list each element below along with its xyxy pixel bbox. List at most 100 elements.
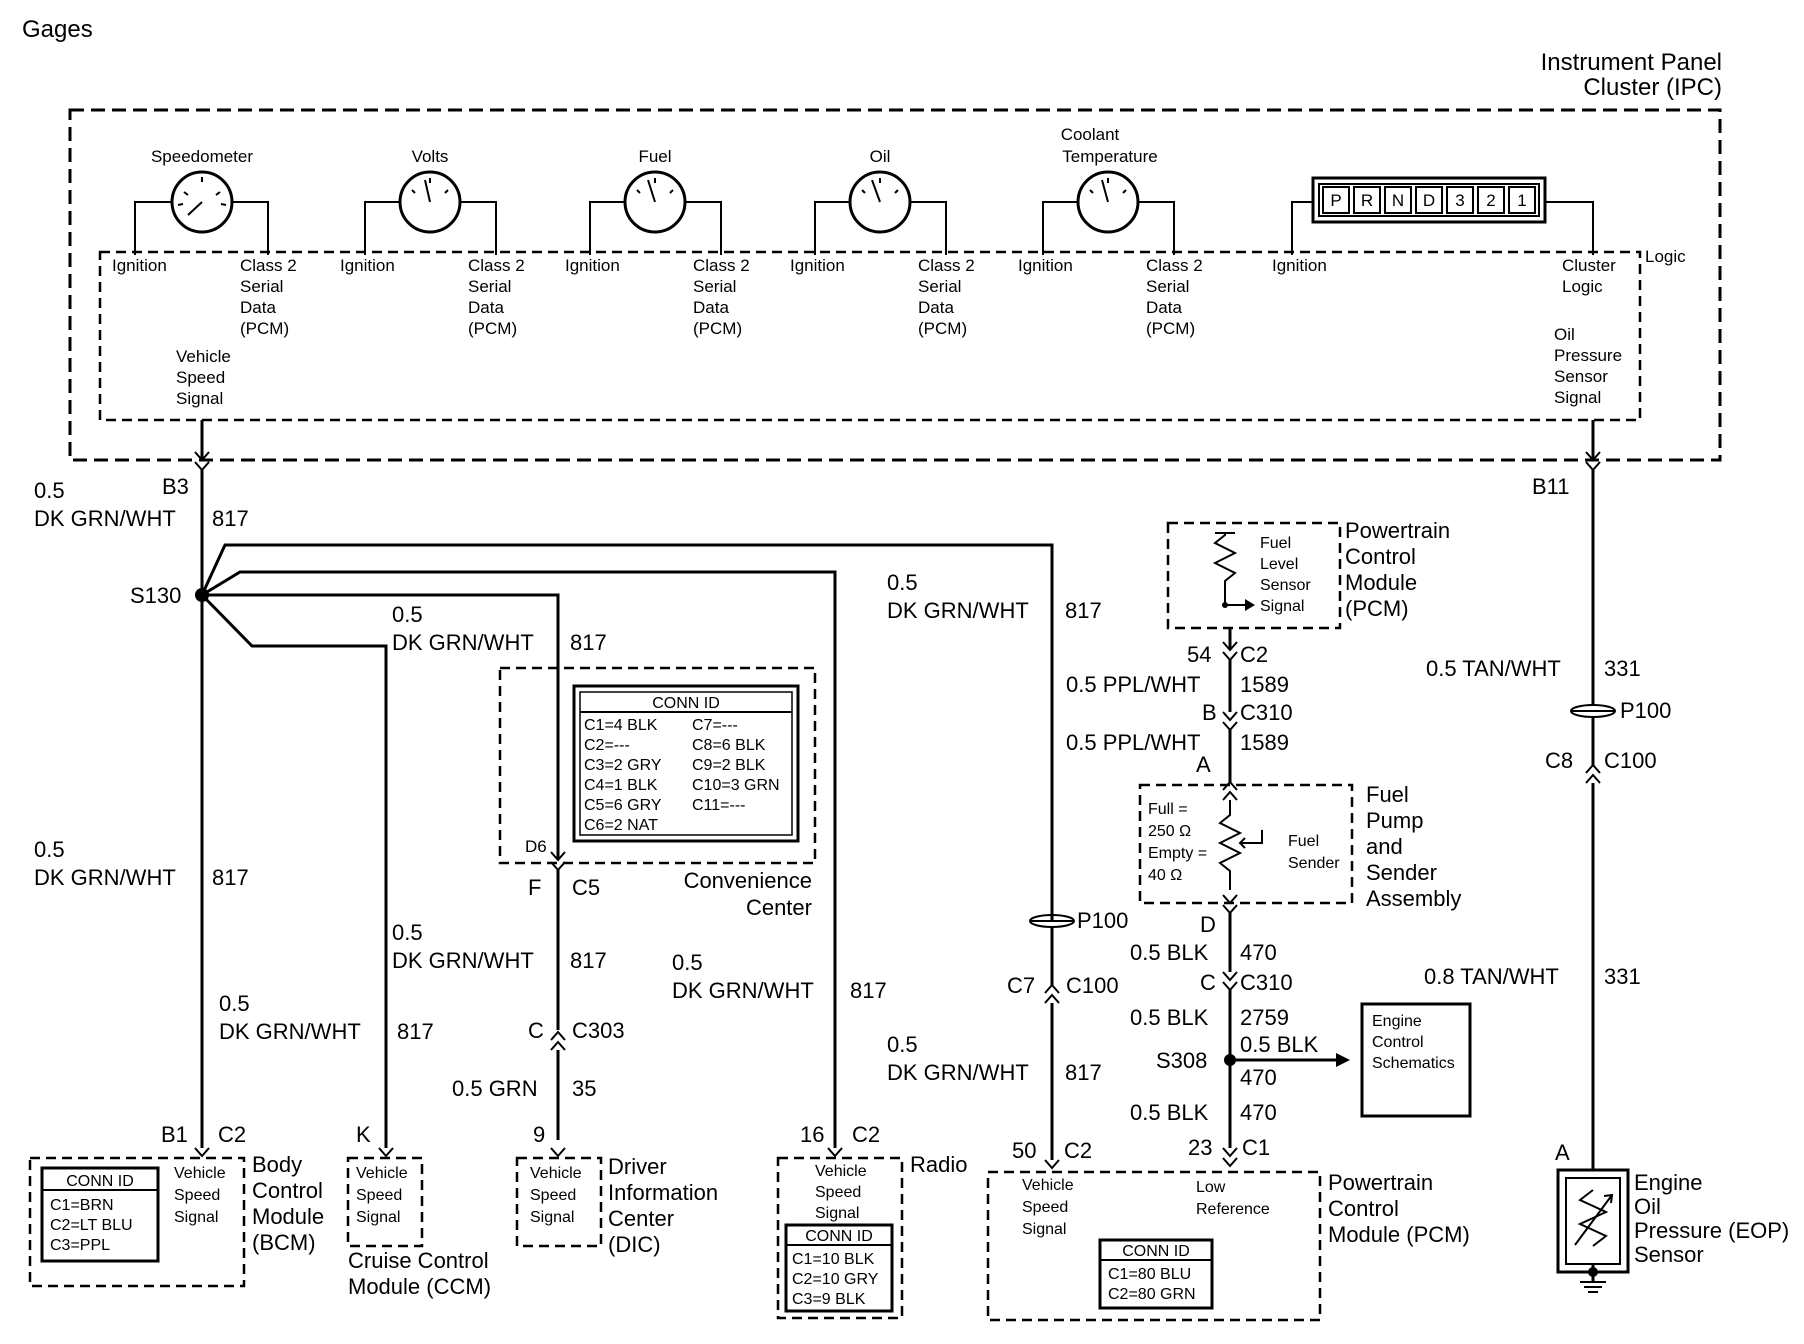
eop-name: Sensor bbox=[1634, 1242, 1704, 1267]
connector-c8: C8 bbox=[1545, 748, 1573, 773]
prnd-cell bbox=[1353, 186, 1381, 214]
gauge-label: Fuel bbox=[638, 147, 671, 166]
serial-data-label: Serial bbox=[1146, 277, 1189, 296]
serial-data-label: (PCM) bbox=[1146, 319, 1195, 338]
fuel-sender-label: Fuel bbox=[1288, 833, 1319, 850]
conn-entry: C11=--- bbox=[692, 797, 746, 814]
pin-a: A bbox=[1196, 752, 1211, 777]
circuit-number: 470 bbox=[1240, 1100, 1277, 1125]
pin-c: C bbox=[1200, 970, 1216, 995]
resistor-icon bbox=[1577, 1189, 1609, 1247]
convenience-center: CONN ID C1=4 BLK C2=--- C3=2 GRY C4=1 BL… bbox=[498, 666, 817, 1030]
bcm-name: Body bbox=[252, 1152, 302, 1177]
pin-c: C bbox=[528, 1018, 544, 1043]
dic-name: (DIC) bbox=[608, 1232, 661, 1257]
pin-k: K bbox=[356, 1122, 371, 1147]
fuel-sensor-label: Fuel bbox=[1260, 535, 1291, 552]
fuel-sender-label: Sender bbox=[1288, 855, 1340, 872]
oil-sensor-label: Sensor bbox=[1554, 367, 1608, 386]
wire-gauge: 0.5 bbox=[887, 570, 918, 595]
convenience-name: Center bbox=[746, 895, 812, 920]
vss-label: Vehicle bbox=[174, 1165, 226, 1182]
vss-label: Signal bbox=[530, 1209, 574, 1226]
connector-c310: C310 bbox=[1240, 700, 1293, 725]
vss-label: Signal bbox=[176, 389, 223, 408]
engine-control-schematics-box bbox=[1360, 1002, 1472, 1118]
body-control-module: B1 C2 CONN ID C1=BRN C2=LT BLU C3=PPL Ve… bbox=[28, 1122, 324, 1288]
serial-data-label: Class 2 bbox=[918, 256, 975, 275]
oil-sensor-label: Signal bbox=[1554, 388, 1601, 407]
vss-label: Signal bbox=[815, 1205, 859, 1222]
fuel-assembly-name: and bbox=[1366, 834, 1403, 859]
vss-label: Speed bbox=[530, 1187, 576, 1204]
conn-entry: C3=2 GRY bbox=[584, 757, 662, 774]
logic-box bbox=[98, 250, 1642, 422]
serial-data-label: Class 2 bbox=[468, 256, 525, 275]
pcm-fuel-box bbox=[1166, 521, 1342, 630]
serial-data-label: (PCM) bbox=[240, 319, 289, 338]
serial-data-label: (PCM) bbox=[693, 319, 742, 338]
circuit-number: 331 bbox=[1604, 656, 1641, 681]
ipc-name-1: Instrument Panel bbox=[1541, 49, 1722, 76]
eop-name: Oil bbox=[1634, 1194, 1661, 1219]
fuel-range-label: Full = bbox=[1148, 801, 1188, 818]
circuit-number: 470 bbox=[1240, 940, 1277, 965]
wire-gauge: 0.5 bbox=[392, 920, 423, 945]
circuit-number: 817 bbox=[1065, 598, 1102, 623]
conn-entry: C8=6 BLK bbox=[692, 737, 766, 754]
gauge-speedometer: Speedometer bbox=[134, 147, 269, 255]
wire-color: 0.5 GRN bbox=[452, 1076, 538, 1101]
driver-information-center: C C303 0.5 GRN 35 9 Vehicle Speed Signal… bbox=[452, 1018, 718, 1257]
ignition-label: Ignition bbox=[1018, 256, 1073, 275]
connector-c100: C100 bbox=[1604, 748, 1657, 773]
conn-entry: C10=3 GRN bbox=[692, 777, 780, 794]
splice-label: S130 bbox=[130, 583, 181, 608]
wire-color: 0.5 PPL/WHT bbox=[1066, 672, 1200, 697]
vss-label: Vehicle bbox=[530, 1165, 582, 1182]
circuit-number: 2759 bbox=[1240, 1005, 1289, 1030]
wire-color: DK GRN/WHT bbox=[392, 630, 534, 655]
circuit-number: 817 bbox=[570, 948, 607, 973]
serial-data-label: Class 2 bbox=[240, 256, 297, 275]
ignition-label: Ignition bbox=[1272, 256, 1327, 275]
wire-color: 0.5 PPL/WHT bbox=[1066, 730, 1200, 755]
pcm-name: Module bbox=[1345, 570, 1417, 595]
connector-c310: C310 bbox=[1240, 970, 1293, 995]
connector-b3: B3 bbox=[162, 474, 189, 499]
cluster-logic-label: Logic bbox=[1562, 277, 1603, 296]
bcm-box bbox=[28, 1156, 246, 1288]
prnd-cell bbox=[1508, 186, 1536, 214]
vss-label: Speed bbox=[1022, 1199, 1068, 1216]
circuit-number: 817 bbox=[212, 506, 249, 531]
wire-color: DK GRN/WHT bbox=[887, 598, 1029, 623]
circuit-number: 35 bbox=[572, 1076, 596, 1101]
pcm-name: (PCM) bbox=[1345, 596, 1409, 621]
conn-id-header: CONN ID bbox=[1122, 1243, 1190, 1260]
wire-color: 0.5 BLK bbox=[1240, 1032, 1319, 1057]
fuel-sensor-label: Sensor bbox=[1260, 577, 1311, 594]
oil-sensor-label: Oil bbox=[1554, 325, 1575, 344]
dic-name: Center bbox=[608, 1206, 674, 1231]
conn-entry: C1=10 BLK bbox=[792, 1251, 875, 1268]
prnd-cell-label: 3 bbox=[1455, 191, 1464, 210]
pcm-name: Control bbox=[1345, 544, 1416, 569]
circuit-number: 817 bbox=[212, 865, 249, 890]
radio: 16 C2 Vehicle Speed Signal CONN ID C1=10… bbox=[776, 1122, 967, 1320]
prnd-cell-label: P bbox=[1330, 191, 1341, 210]
speedometer-needle bbox=[177, 177, 227, 216]
wire-gauge: 0.5 bbox=[34, 837, 65, 862]
serial-data-label: Data bbox=[693, 298, 729, 317]
pin-50: 50 bbox=[1012, 1138, 1036, 1163]
vss-label: Signal bbox=[174, 1209, 218, 1226]
passthrough-p100: P100 bbox=[1077, 908, 1128, 933]
conn-entry: C2=--- bbox=[584, 737, 630, 754]
connector-c1: C1 bbox=[1242, 1135, 1270, 1160]
wire-gauge: 0.5 bbox=[392, 602, 423, 627]
fuel-wiring: Fuel Level Sensor Signal Powertrain Cont… bbox=[1066, 518, 1472, 1168]
dic-box bbox=[515, 1156, 603, 1248]
fuel-assembly-name: Sender bbox=[1366, 860, 1437, 885]
eop-sensor: Engine Oil Pressure (EOP) Sensor bbox=[1556, 1168, 1789, 1293]
ecs-label: Control bbox=[1372, 1034, 1424, 1051]
conn-entry: C2=LT BLU bbox=[50, 1217, 133, 1234]
pin-d: D bbox=[1200, 912, 1216, 937]
